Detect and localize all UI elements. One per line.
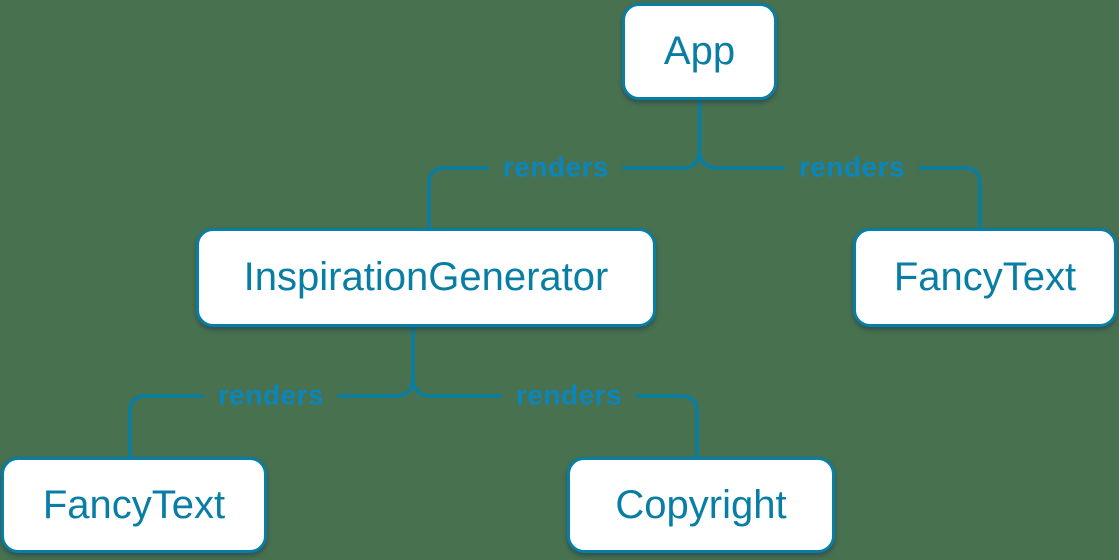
edge-app-to-fancy-text (697, 148, 982, 230)
edge-label-renders-app-inspiration: renders (488, 152, 624, 184)
edge-label-renders-app-fancytext: renders (784, 152, 920, 184)
tree-node-fancy-text-top: FancyText (853, 228, 1117, 327)
tree-node-fancy-text-bottom: FancyText (1, 457, 267, 553)
edge-label-renders-inspiration-copyright: renders (501, 380, 637, 412)
edge-label-renders-inspiration-fancytext: renders (203, 380, 339, 412)
tree-node-copyright: Copyright (567, 457, 835, 553)
edge-inspiration-generator-to-copyright (411, 376, 699, 459)
tree-node-inspiration-generator: InspirationGenerator (196, 228, 656, 327)
tree-node-app: App (622, 3, 777, 100)
